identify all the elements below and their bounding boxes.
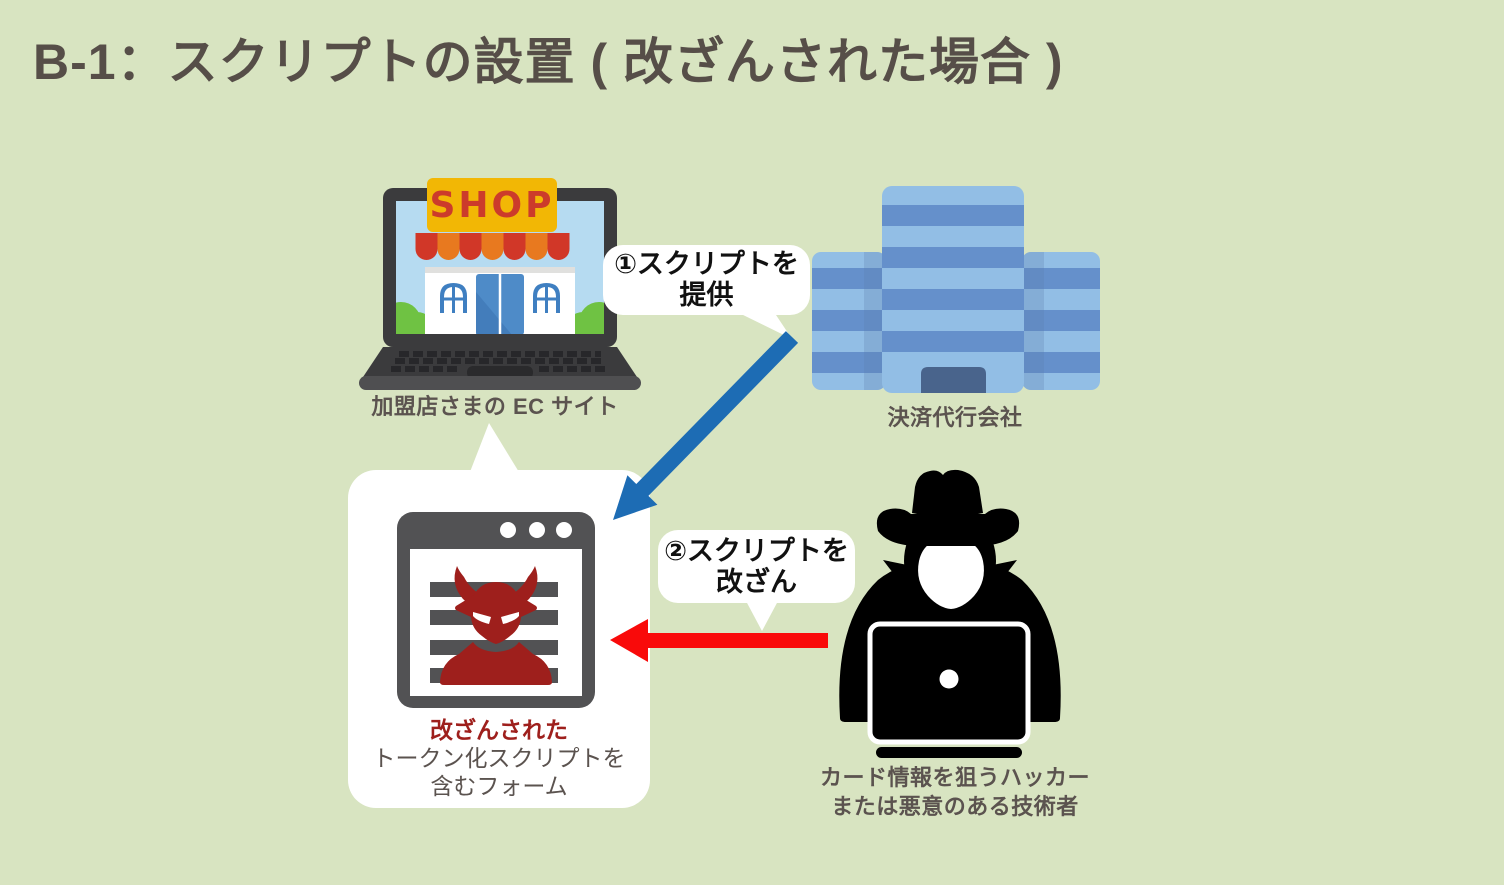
ec-site-label: 加盟店さまの EC サイト [371, 394, 619, 419]
tampered-form-label-line3: 含むフォーム [430, 773, 568, 799]
building-door [921, 367, 986, 393]
devil-icon [440, 566, 552, 685]
tampered-form-label-line2: トークン化スクリプトを [372, 745, 626, 771]
tampered-form-card: 改ざんされた トークン化スクリプトを 含むフォーム [348, 470, 650, 808]
callout-provide-script-line2: 提供 [679, 280, 734, 310]
laptop-logo-dot [939, 669, 959, 689]
form-card-tail [468, 423, 522, 477]
callout-tamper-script-line2: 改ざん [716, 566, 797, 597]
callout-tamper-script: ②スクリプトを 改ざん [658, 530, 855, 603]
hacker-label: カード情報を狙うハッカー または悪意のある技術者 [790, 763, 1120, 821]
shop-sign [427, 178, 557, 232]
shop-laptop-icon: SHOP [359, 178, 641, 390]
browser-window-icon [397, 512, 595, 708]
psp-label: 決済代行会社 [887, 405, 1023, 430]
callout2-tail [746, 601, 778, 631]
hacker-label-line1: カード情報を狙うハッカー [819, 765, 1090, 790]
hacker-icon [839, 469, 1061, 758]
page-title: B-1：スクリプトの設置 ( 改ざんされた場合 ) [33, 34, 1064, 90]
office-building-icon [812, 186, 1100, 393]
hacker-face [918, 538, 984, 609]
tampered-form-label-line1: 改ざんされた [430, 717, 568, 743]
callout-provide-script-line1: ①スクリプトを [614, 249, 799, 279]
callout-provide-script: ①スクリプトを 提供 [603, 245, 810, 315]
hacker-label-line2: または悪意のある技術者 [831, 794, 1079, 819]
callout-tamper-script-line1: ②スクリプトを [664, 535, 849, 566]
shop-sign-text: SHOP [429, 185, 554, 226]
shop-awning [415, 233, 570, 260]
tampered-form-label: 改ざんされた トークン化スクリプトを 含むフォーム [348, 716, 650, 800]
shop-storefront [396, 267, 604, 334]
fedora-hat [912, 469, 983, 517]
